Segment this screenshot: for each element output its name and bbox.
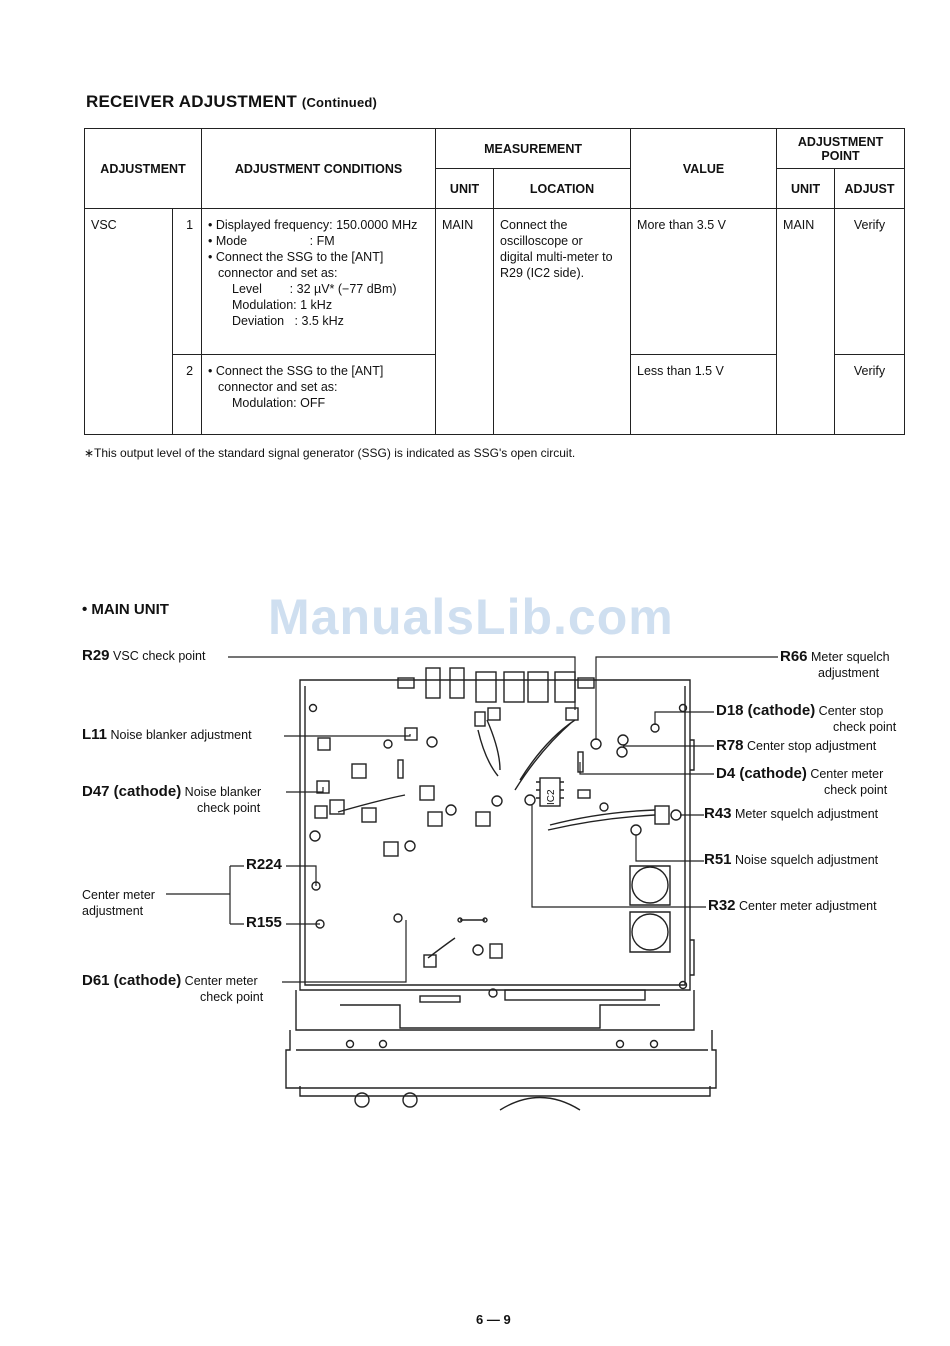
components (308, 703, 688, 998)
header-adjustment: ADJUSTMENT (83, 128, 203, 209)
cell-meas-unit: MAIN (435, 208, 495, 435)
condition-line: • Displayed frequency: 150.0000 MHz (208, 218, 418, 232)
label-text: Meter squelch adjustment (735, 807, 879, 821)
label-d61: D61 (cathode) Center meter check point (82, 973, 263, 1005)
label-id: D4 (cathode) (716, 765, 807, 782)
label-id: R224 (246, 856, 282, 873)
adjustment-table: ADJUSTMENT ADJUSTMENT CONDITIONS MEASURE… (83, 128, 906, 435)
label-r78: R78 Center stop adjustment (716, 738, 876, 754)
label-r224: R224 (246, 857, 282, 873)
condition-line: Deviation : 3.5 kHz (232, 314, 344, 328)
label-d4: D4 (cathode) Center meter check point (716, 766, 887, 798)
condition-line: • Mode : FM (208, 234, 335, 248)
header-adjust: ADJUST (834, 168, 906, 209)
label-r43: R43 Meter squelch adjustment (704, 806, 878, 822)
watermark: ManualsLib.com (268, 589, 674, 645)
label-r29: R29 VSC check point (82, 648, 205, 664)
label-r66: R66 Meter squelch adjustment (780, 649, 890, 681)
condition-line: • Connect the SSG to the [ANT] (208, 250, 384, 264)
location-line: oscilloscope or (500, 234, 583, 248)
cell-conditions-2: • Connect the SSG to the [ANT] connector… (201, 354, 437, 435)
label-l11: L11 Noise blanker adjustment (82, 727, 252, 743)
label-text: Center stop (818, 704, 884, 718)
cell-step-1: 1 (171, 208, 203, 355)
label-id: D47 (cathode) (82, 783, 182, 800)
header-meas-unit: UNIT (435, 168, 495, 209)
label-id: R66 (780, 648, 808, 665)
condition-line: Modulation: 1 kHz (232, 298, 333, 312)
condition-line: connector and set as: (218, 380, 338, 394)
label-text: Meter squelch (811, 650, 890, 664)
page-title: RECEIVER ADJUSTMENT (Continued) (86, 92, 377, 112)
label-d47: D47 (cathode) Noise blanker check point (82, 784, 261, 816)
label-text2: adjustment (82, 904, 144, 918)
label-id: R43 (704, 805, 732, 822)
label-text2: check point (833, 720, 897, 734)
label-text2: check point (197, 801, 261, 815)
label-text: Noise blanker (184, 785, 262, 799)
label-id: R51 (704, 851, 732, 868)
cell-step-2: 2 (171, 354, 203, 435)
cell-adj-unit: MAIN (776, 208, 836, 435)
label-text: Center meter (184, 974, 258, 988)
header-adjustment-point: ADJUSTMENT POINT (776, 128, 906, 169)
label-text2: check point (200, 990, 264, 1004)
label-text: VSC check point (113, 649, 206, 663)
label-d18: D18 (cathode) Center stop check point (716, 703, 896, 735)
header-location: LOCATION (493, 168, 632, 209)
label-text: Noise blanker adjustment (110, 728, 252, 742)
location-line: Connect the (500, 218, 568, 232)
page-number: 6 — 9 (476, 1312, 511, 1327)
label-text: Noise squelch adjustment (735, 853, 879, 867)
title-continued: (Continued) (301, 95, 378, 110)
condition-line: • Connect the SSG to the [ANT] (208, 364, 384, 378)
cell-location: Connect the oscilloscope or digital mult… (493, 208, 632, 435)
label-text2: adjustment (818, 666, 880, 680)
title-main: RECEIVER ADJUSTMENT (86, 92, 297, 111)
location-line: R29 (IC2 side). (500, 266, 585, 280)
leader-lines (166, 656, 778, 983)
label-id: R78 (716, 737, 744, 754)
footnote: ∗This output level of the standard signa… (84, 446, 576, 460)
condition-line: Modulation: OFF (232, 396, 326, 410)
cell-adjustment-name: VSC (84, 208, 173, 435)
label-text: Center meter (82, 888, 155, 902)
location-line: digital multi-meter to (500, 250, 613, 264)
cell-adjust-1: Verify (834, 208, 906, 355)
label-id: R29 (82, 647, 110, 664)
label-r155: R155 (246, 915, 282, 931)
section-title: • MAIN UNIT (82, 601, 169, 618)
label-r51: R51 Noise squelch adjustment (704, 852, 878, 868)
label-id: L11 (82, 726, 108, 743)
label-id: R155 (246, 914, 282, 931)
chassis-outline (285, 679, 717, 1111)
cell-value-2: Less than 1.5 V (630, 354, 778, 435)
top-connectors (397, 667, 595, 703)
label-text: Center meter (810, 767, 884, 781)
label-text: Center meter adjustment (739, 899, 877, 913)
cell-adjust-2: Verify (834, 354, 906, 435)
label-id: R32 (708, 897, 736, 914)
label-text2: check point (824, 783, 888, 797)
condition-line: Level : 32 µV* (−77 dBm) (232, 282, 397, 296)
header-value: VALUE (630, 128, 778, 209)
label-r32: R32 Center meter adjustment (708, 898, 877, 914)
condition-line: connector and set as: (218, 266, 338, 280)
label-center-meter-group: Center meter adjustment (82, 887, 155, 919)
label-id: D18 (cathode) (716, 702, 816, 719)
label-id: D61 (cathode) (82, 972, 182, 989)
cell-value-1: More than 3.5 V (630, 208, 778, 355)
label-text: Center stop adjustment (747, 739, 877, 753)
cell-conditions-1: • Displayed frequency: 150.0000 MHz • Mo… (201, 208, 437, 355)
ic-label: IC2 (546, 789, 557, 805)
